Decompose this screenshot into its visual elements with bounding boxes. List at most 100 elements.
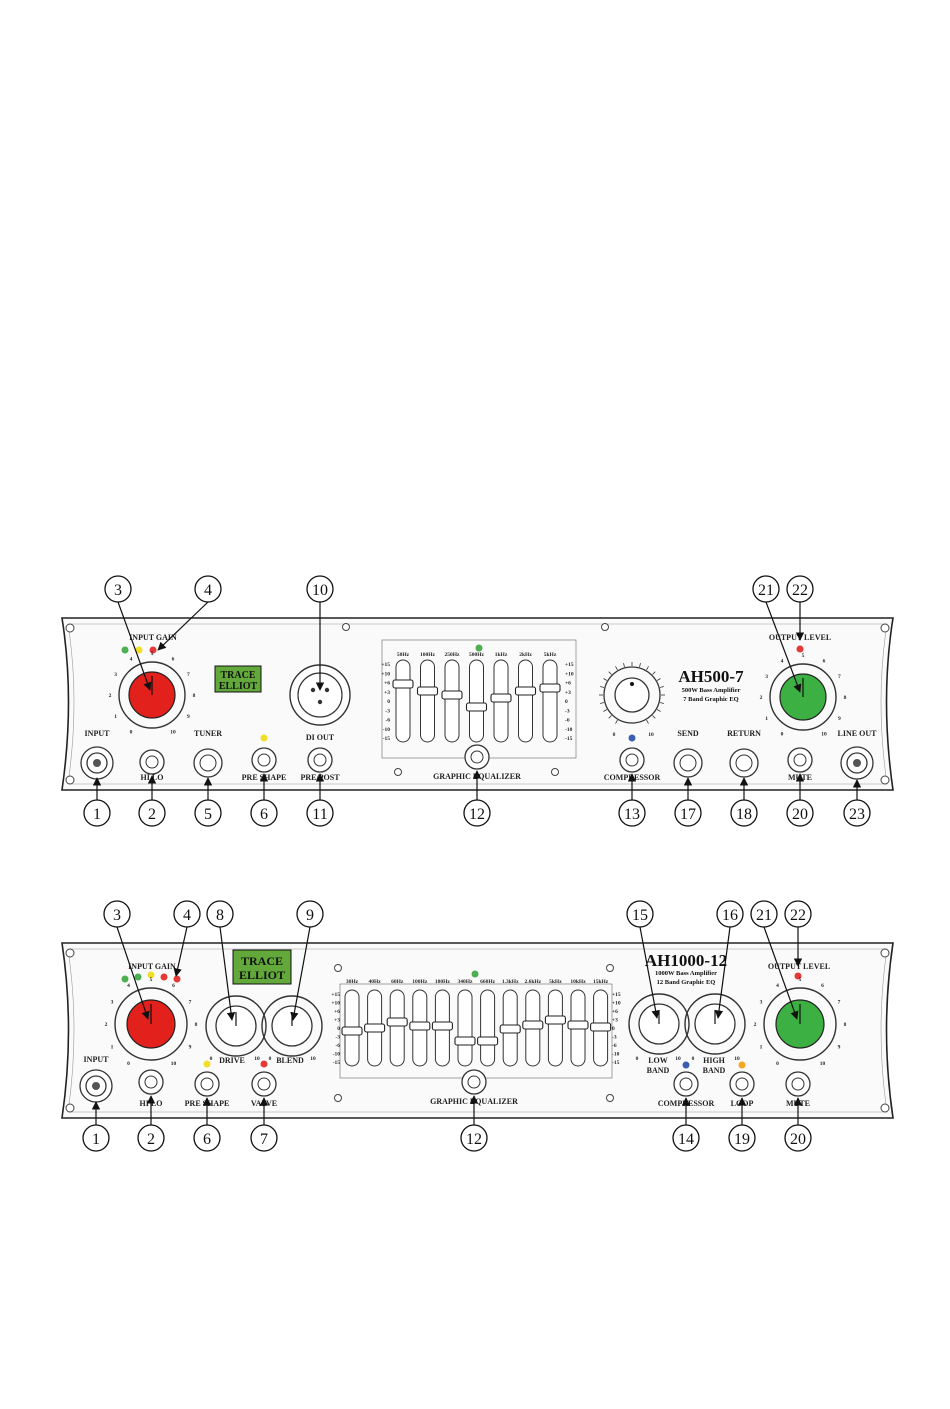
- amp2-eq-band-label-9: 5kHz: [549, 979, 562, 985]
- amp1-callout-13: 13: [618, 773, 646, 827]
- amp1-out-tick-2: 2: [760, 695, 763, 701]
- amp2-eq-slider-10[interactable]: [567, 1020, 589, 1030]
- amp2-eq-slider-7[interactable]: [499, 1024, 521, 1034]
- amp1-return-label: RETURN: [727, 729, 761, 738]
- amp1-gain-tick-7: 7: [187, 672, 190, 678]
- amp2-eq-scale-left-0: +15: [331, 992, 340, 998]
- amp1-out-tick-8: 8: [844, 695, 847, 701]
- amp2-subtitle-2: 12 Band Graphic EQ: [657, 979, 716, 986]
- amp2-out-tick-9: 9: [838, 1045, 841, 1051]
- amp2-eq-slider-9[interactable]: [544, 1015, 566, 1025]
- amp1-gain-tick-0: 0: [130, 729, 133, 735]
- amp2-input-jack[interactable]: [79, 1069, 113, 1103]
- amp2-hi-lo-switch[interactable]: [138, 1069, 164, 1095]
- amp2-eq-scale-left-8: -15: [333, 1060, 341, 1066]
- amp2-compressor-led: [682, 1061, 690, 1069]
- amp1-di-out-xlr[interactable]: [289, 664, 351, 726]
- amp1-out-tick-3: 3: [765, 674, 768, 680]
- amp2-eq-band-label-2: 60Hz: [391, 979, 404, 985]
- amp1-eq-slider-6[interactable]: [539, 683, 561, 693]
- amp1-input-jack[interactable]: [80, 746, 114, 780]
- amp1-callout-number-1: 1: [93, 806, 101, 823]
- amp2-callout-number-6: 6: [203, 1131, 211, 1148]
- amp1-comp-tick-mark-3: [600, 702, 605, 704]
- amp1-compressor-switch[interactable]: [619, 747, 645, 773]
- amp2-eq-slider-2[interactable]: [386, 1017, 408, 1027]
- amp1-eq-slider-0[interactable]: [392, 679, 414, 689]
- amp1-send-jack[interactable]: [673, 748, 703, 778]
- amp1-eq-switch[interactable]: [464, 744, 490, 770]
- amp2-eq-slider-0[interactable]: [341, 1026, 363, 1036]
- amp2-eq-scale-right-8: -15: [612, 1060, 620, 1066]
- amp1-callout-1: 1: [83, 777, 111, 827]
- amp2-trace-elliot-logo: TRACE ELLIOT: [232, 949, 292, 985]
- amp2-gain-tick-5: 5: [150, 977, 153, 983]
- amp1-comp-tick-mark-17: [659, 702, 664, 704]
- amp2-eq-band-label-10: 10kHz: [570, 979, 586, 985]
- amp2-pre-shape-led: [203, 1060, 211, 1068]
- amp1-callout-number-20: 20: [792, 806, 808, 823]
- amp1-callout-number-12: 12: [469, 806, 485, 823]
- amp1-return-jack[interactable]: [729, 748, 759, 778]
- amp2-mute-switch[interactable]: [785, 1071, 811, 1097]
- amp1-comp-tick-mark-8: [615, 666, 618, 671]
- svg-text:10: 10: [675, 1056, 681, 1062]
- amp2-pre-shape-switch[interactable]: [194, 1071, 220, 1097]
- amp2-callout-21: 21: [750, 900, 799, 1020]
- svg-text:10: 10: [648, 732, 654, 738]
- amp2-eq-scale-right-5: -3: [612, 1035, 617, 1041]
- amp1-eq-slider-1[interactable]: [416, 686, 439, 696]
- amp1-screws: [65, 623, 890, 785]
- amp1-eq-band-label-4: 1kHz: [495, 652, 508, 658]
- amp2-callout-15: 15: [626, 900, 660, 1019]
- amp1-tuner-jack[interactable]: [193, 748, 223, 778]
- amp1-callout-number-2: 2: [148, 806, 156, 823]
- amp1-eq-slider-2[interactable]: [441, 690, 463, 700]
- amp2-gain-tick-7: 7: [189, 1000, 192, 1006]
- amp2-gain-tick-3: 3: [111, 1000, 114, 1006]
- amp1-eq-slider-4[interactable]: [490, 693, 512, 703]
- amp1-compressor-knob[interactable]: [614, 677, 650, 713]
- amp1-pre-post-switch[interactable]: [307, 747, 333, 773]
- amp2-eq-led: [471, 970, 479, 978]
- amp1-mute-switch[interactable]: [787, 747, 813, 773]
- amp2-valve-switch[interactable]: [251, 1071, 277, 1097]
- amp1-out-tick-9: 9: [838, 716, 841, 722]
- amp2-eq-slider-11[interactable]: [590, 1022, 612, 1032]
- amp1-input-gain-label: INPUT GAIN: [129, 633, 177, 642]
- amp2-callout-8: 8: [206, 900, 236, 1021]
- amp1-callout-number-4: 4: [204, 582, 212, 599]
- amp2-eq-slider-4[interactable]: [431, 1021, 453, 1031]
- amp2-callout-number-19: 19: [734, 1131, 750, 1148]
- amp2-eq-band-label-7: 1.3kHz: [502, 979, 519, 985]
- amp1-eq-slider-5[interactable]: [514, 686, 537, 696]
- amp1-callout-4: 4: [157, 575, 222, 651]
- amp1-send-label: SEND: [677, 729, 699, 738]
- amp1-callout-20: 20: [786, 773, 814, 827]
- amp1-hi-lo-switch[interactable]: [139, 749, 165, 775]
- amp1-callout-number-6: 6: [260, 806, 268, 823]
- amp2-eq-slider-3[interactable]: [409, 1021, 431, 1031]
- amp1-comp-tick-mark-0: [615, 719, 618, 724]
- amp1-out-tick-10: 10: [821, 731, 827, 737]
- amp2-compressor-switch[interactable]: [673, 1071, 699, 1097]
- amp2-eq-slider-8[interactable]: [522, 1020, 544, 1030]
- amp1-callout-5: 5: [194, 777, 222, 827]
- amp2-loop-switch[interactable]: [729, 1071, 755, 1097]
- amp1-comp-tick-mark-20: [646, 719, 649, 724]
- amp2-eq-slider-6[interactable]: [477, 1036, 499, 1046]
- amp2-led-green-2: [134, 973, 142, 981]
- amp2-eq-switch[interactable]: [461, 1069, 487, 1095]
- amp2-eq-slider-5[interactable]: [454, 1036, 476, 1046]
- svg-text:TRACE: TRACE: [241, 954, 283, 968]
- amp2-gain-tick-1: 1: [111, 1045, 114, 1051]
- amp1-pre-shape-switch[interactable]: [251, 747, 277, 773]
- amp1-line-out-jack[interactable]: [840, 746, 874, 780]
- amp2-eq-scale-left-3: +3: [334, 1018, 340, 1024]
- amp1-callout-6: 6: [250, 773, 278, 827]
- amp1-eq-slider-3[interactable]: [465, 702, 488, 712]
- amp2-eq-slider-1[interactable]: [364, 1023, 386, 1033]
